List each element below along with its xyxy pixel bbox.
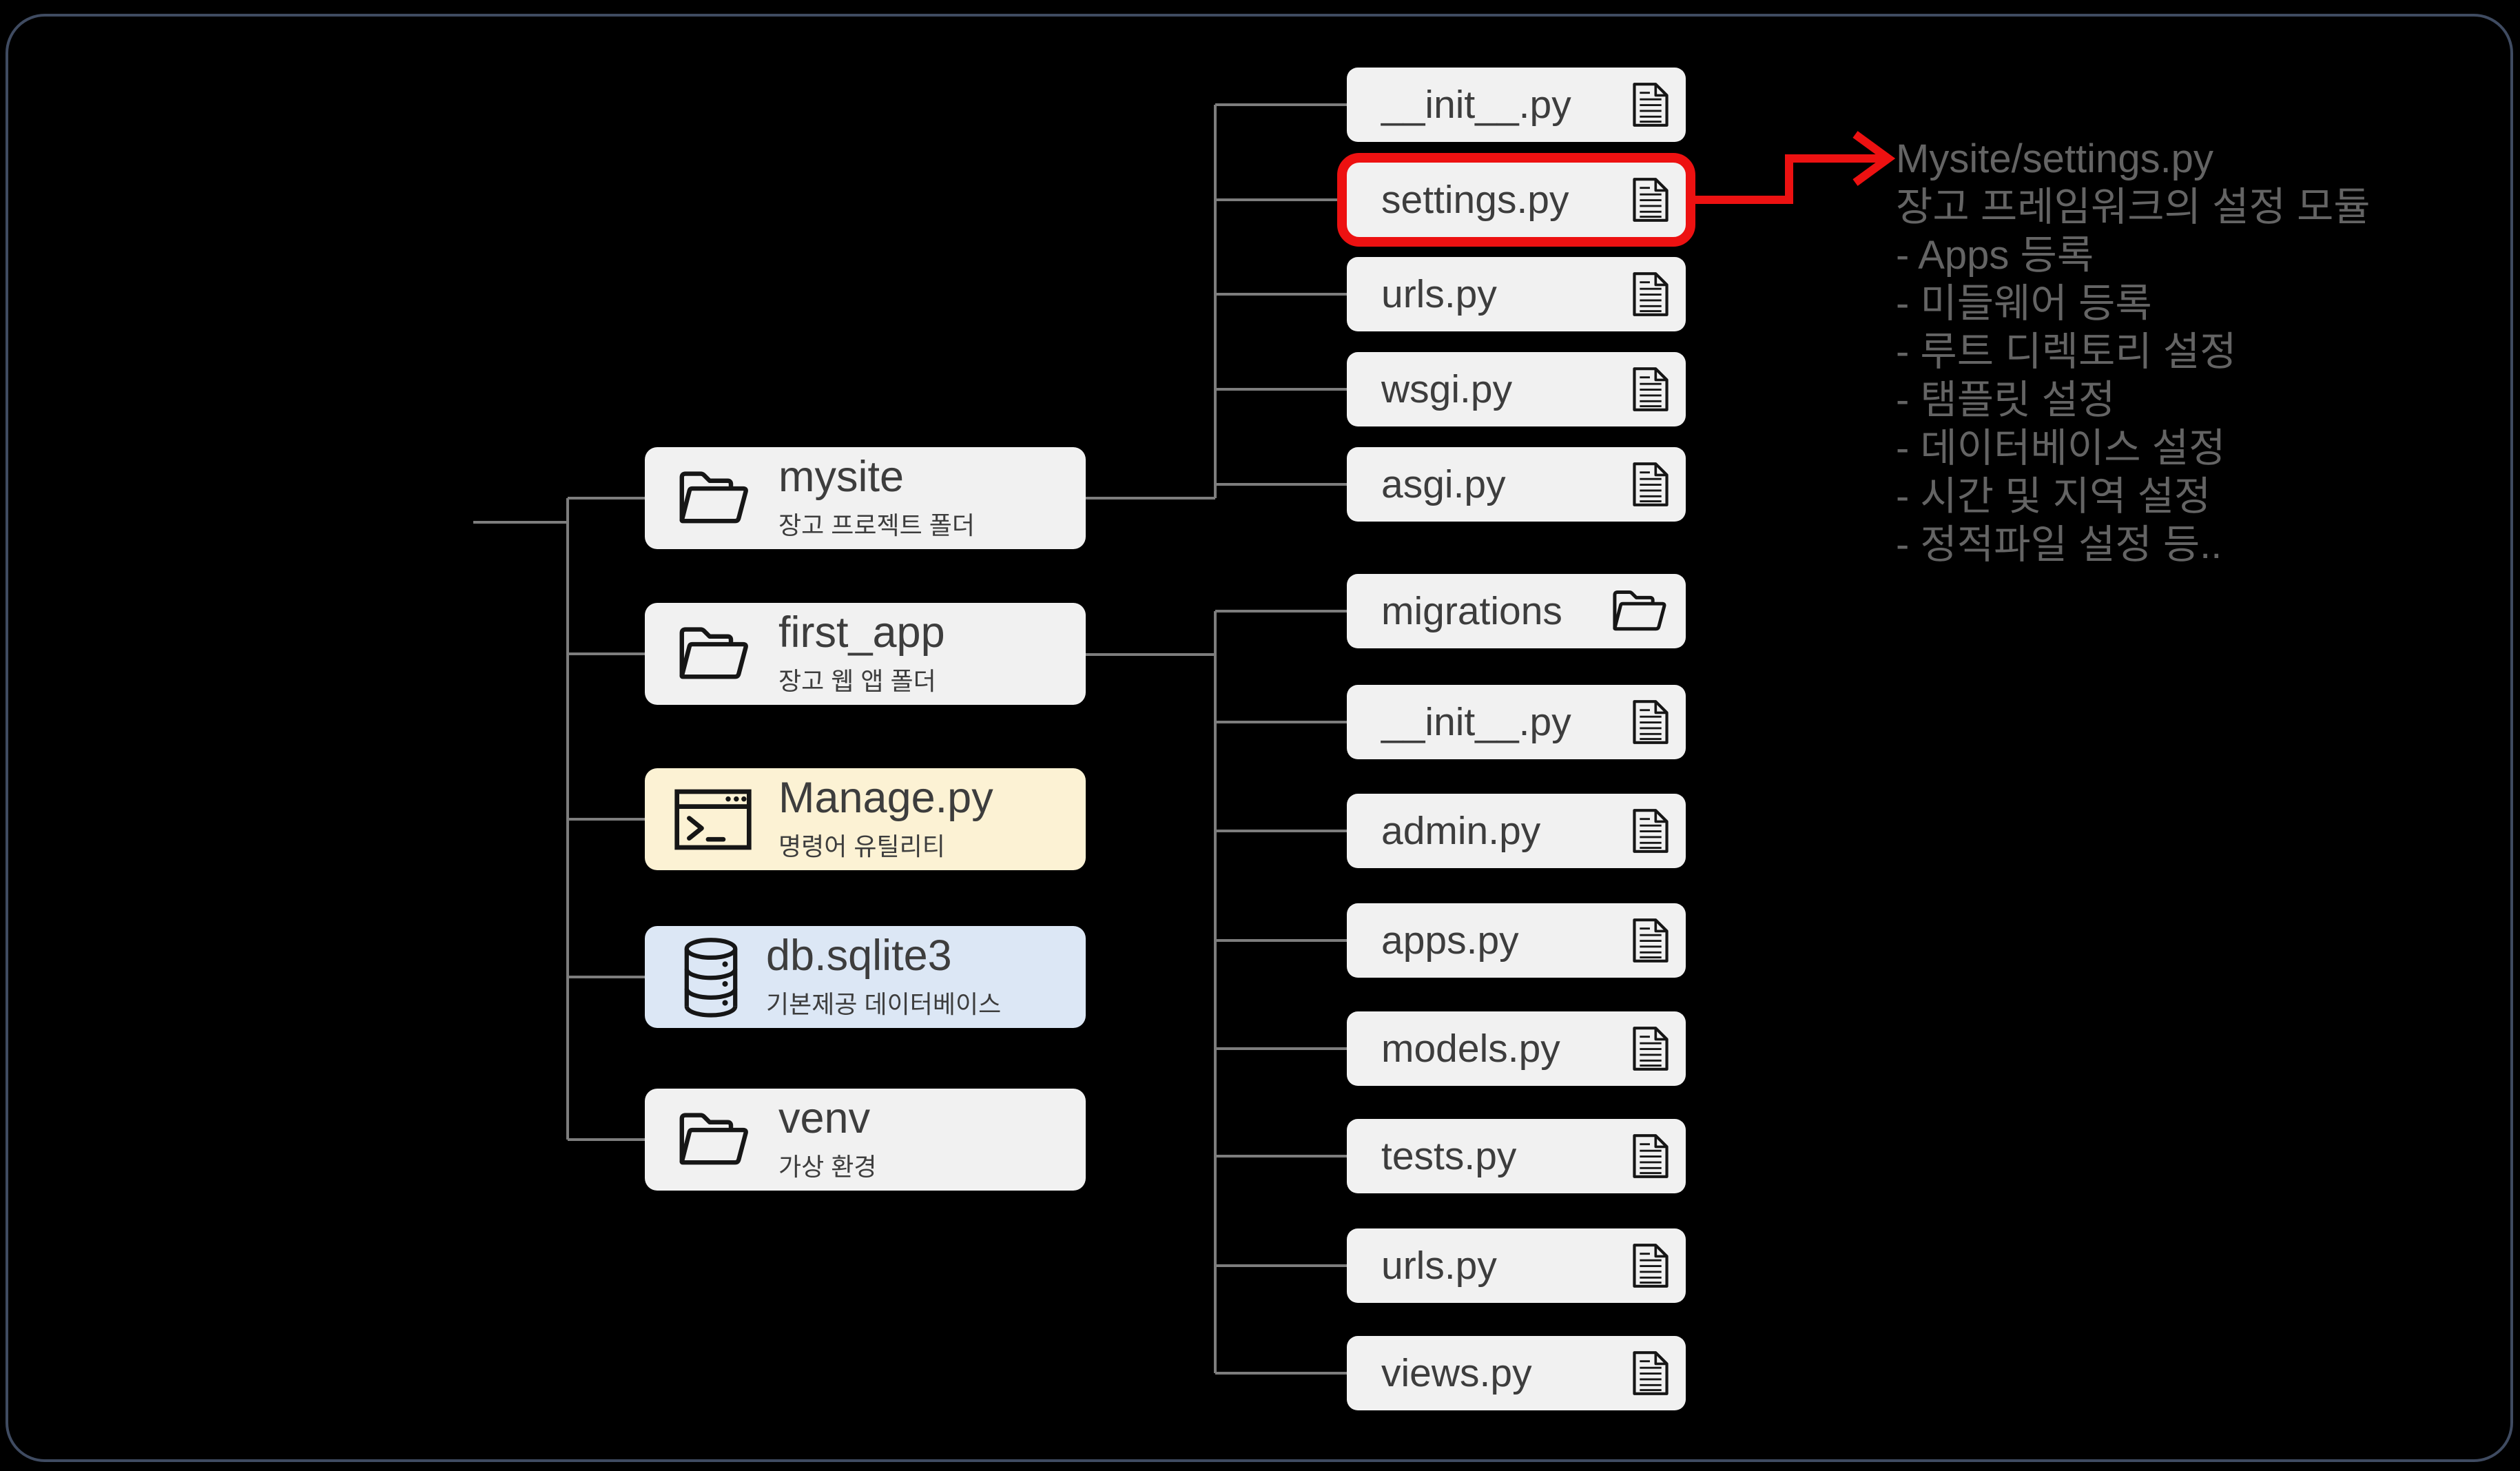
file-icon [1631,366,1671,413]
annotation-line: - 데이터베이스 설정 [1896,426,2226,471]
file-views-py: views.py [1347,1336,1686,1410]
node-text: first_app 장고 웹 앱 폴더 [778,610,945,697]
file-label: asgi.py [1381,462,1506,506]
database-icon [672,936,741,1019]
file-label: tests.py [1381,1134,1517,1178]
file-label: urls.py [1381,272,1497,316]
file-label: admin.py [1381,809,1541,853]
node-subtitle: 기본제공 데이터베이스 [766,989,1002,1018]
node-first-app: first_app 장고 웹 앱 폴더 [645,603,1086,705]
file-icon [1631,1350,1671,1397]
file-models-py: models.py [1347,1011,1686,1086]
file-label: models.py [1381,1027,1560,1071]
file-admin-py: admin.py [1347,794,1686,868]
file-icon [1631,81,1671,128]
file-icon [1631,807,1671,854]
highlight-arrow [1694,154,1884,204]
annotation-line: - 루트 디렉토리 설정 [1896,329,2237,374]
mysite-children-connector [1086,103,1347,500]
file-label: urls.py [1381,1244,1497,1288]
file-label: wsgi.py [1381,367,1513,411]
file-label: migrations [1381,589,1562,633]
node-subtitle: 명령어 유틸리티 [778,832,945,861]
file-icon [1631,1133,1671,1180]
file-wsgi-py: wsgi.py [1347,352,1686,426]
node-subtitle: 장고 프로젝트 폴더 [778,511,975,539]
node-subtitle: 가상 환경 [778,1152,877,1181]
left-tree-connector [473,497,645,1141]
open-folder-icon [672,620,754,688]
node-title: Manage.py [778,774,993,823]
file-label: __init__.py [1381,83,1571,127]
annotation-title: Mysite/settings.py [1896,136,2213,181]
file-icon [1631,176,1671,223]
node-venv: venv 가상 환경 [645,1089,1086,1191]
highlight-arrowhead [1852,131,1896,186]
file-label: settings.py [1381,178,1569,222]
first-app-children-connector [1086,610,1347,1375]
node-title: mysite [778,453,905,502]
file-settings-py: settings.py [1337,153,1695,247]
file-asgi-py: asgi.py [1347,447,1686,522]
node-text: venv 가상 환경 [778,1096,876,1182]
file-icon [1631,1025,1671,1072]
file-label: __init__.py [1381,700,1571,744]
file-icon [1631,699,1671,745]
node-text: Manage.py 명령어 유틸리티 [778,776,993,862]
file-urls-py-app: urls.py [1347,1228,1686,1303]
file-urls-py-mysite: urls.py [1347,257,1686,331]
node-db-sqlite3: db.sqlite3 기본제공 데이터베이스 [645,926,1086,1028]
file-init-py-mysite: __init__.py [1347,68,1686,142]
file-apps-py: apps.py [1347,903,1686,978]
node-text: mysite 장고 프로젝트 폴더 [778,455,975,541]
node-subtitle: 장고 웹 앱 폴더 [778,666,936,695]
open-folder-icon [672,464,754,532]
node-mysite: mysite 장고 프로젝트 폴더 [645,447,1086,549]
node-title: first_app [778,608,945,657]
annotation-line: - 정적파일 설정 등.. [1896,522,2222,567]
annotation-line: - Apps 등록 [1896,233,2094,278]
node-title: db.sqlite3 [766,932,952,980]
folder-migrations: migrations [1347,574,1686,648]
file-label: views.py [1381,1351,1532,1395]
file-tests-py: tests.py [1347,1119,1686,1193]
annotation-line: - 탬플릿 설정 [1896,378,2116,422]
file-init-py-app: __init__.py [1347,685,1686,759]
file-icon [1631,461,1671,508]
terminal-icon [672,787,754,852]
file-icon [1631,917,1671,964]
annotation-line: - 시간 및 지역 설정 [1896,474,2211,519]
node-title: venv [778,1094,871,1143]
node-manage-py: Manage.py 명령어 유틸리티 [645,768,1086,870]
annotation-line: - 미들웨어 등록 [1896,281,2152,326]
open-folder-icon [672,1106,754,1173]
open-folder-icon [1607,585,1671,637]
file-label: apps.py [1381,918,1519,963]
file-icon [1631,1242,1671,1289]
settings-annotation: Mysite/settings.py 장고 프레임워크의 설정 모듈 - App… [1896,135,2371,569]
file-icon [1631,271,1671,318]
annotation-line: 장고 프레임워크의 설정 모듈 [1896,185,2371,229]
node-text: db.sqlite3 기본제공 데이터베이스 [766,934,1001,1020]
